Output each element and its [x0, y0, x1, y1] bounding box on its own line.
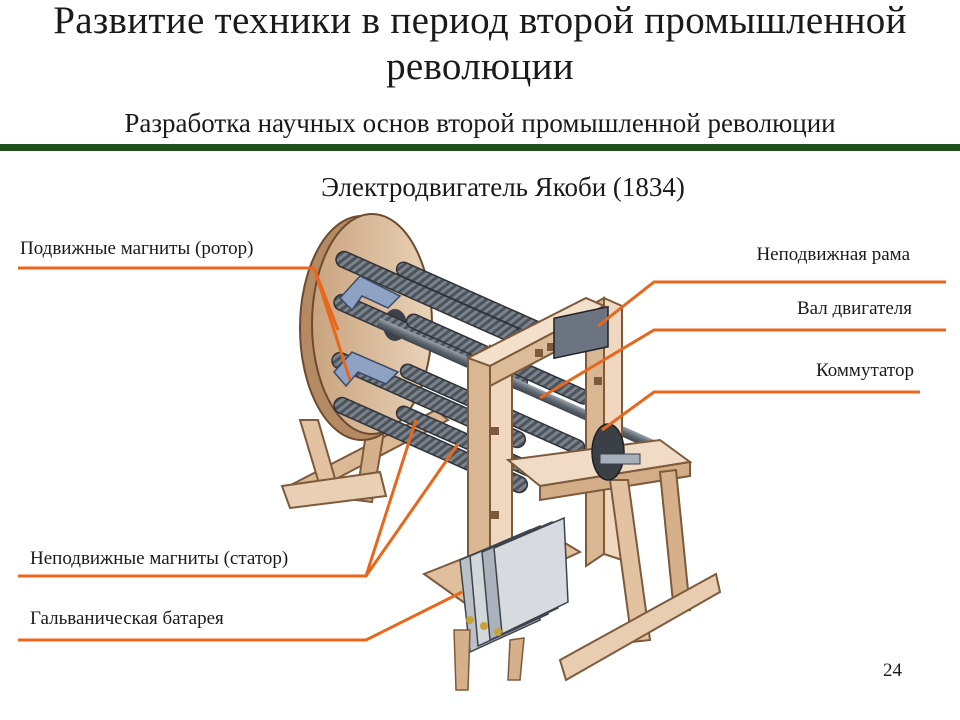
label-rotor: Подвижные магниты (ротор)	[20, 238, 254, 259]
label-commutator: Коммутатор	[816, 360, 914, 381]
galvanic-battery	[421, 516, 583, 691]
slide-title: Развитие техники в период второй промышл…	[53, 0, 907, 88]
figure-caption: Электродвигатель Якоби (1834)	[321, 172, 685, 202]
title-divider	[0, 144, 960, 151]
slide-subtitle: Разработка научных основ второй промышле…	[124, 108, 836, 138]
commutator	[553, 305, 641, 481]
label-battery: Гальваническая батарея	[30, 608, 224, 629]
label-stator: Неподвижные магниты (статор)	[30, 548, 289, 569]
leader-lines	[18, 266, 946, 642]
page-number: 24	[883, 660, 902, 681]
label-shaft: Вал двигателя	[796, 298, 912, 319]
label-frame: Неподвижная рама	[756, 244, 910, 265]
motor-shaft	[375, 317, 655, 450]
